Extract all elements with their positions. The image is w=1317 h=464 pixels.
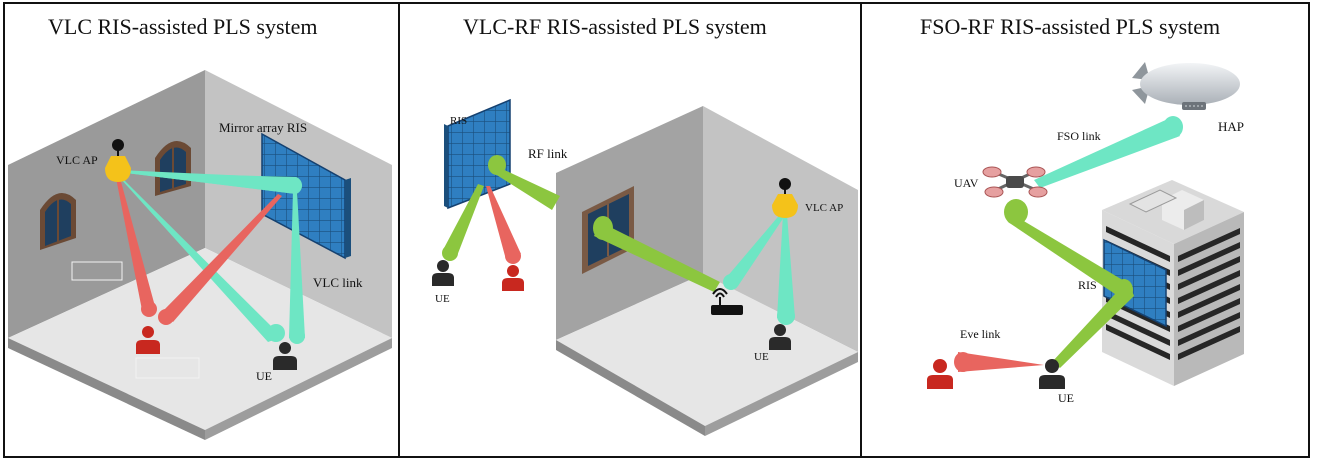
label-uav: UAV (954, 176, 979, 190)
rf-beam-uav-to-ris (1008, 214, 1126, 296)
vlc-room: Mirror array RIS VLC AP VLC link UE (8, 70, 392, 440)
label-ris: RIS (1078, 278, 1097, 292)
label-vlc-ap: VLC AP (805, 202, 843, 214)
window-left (40, 192, 76, 250)
ue-user-icon (273, 342, 297, 370)
mirror-array-ris (261, 132, 351, 260)
rf-beam-window-to-router (594, 222, 720, 292)
rf-beam-outside (492, 166, 560, 210)
label-eve-link: Eve link (960, 327, 1000, 341)
panel-3-title: FSO-RF RIS-assisted PLS system (920, 14, 1221, 39)
panel-1-title: VLC RIS-assisted PLS system (48, 14, 318, 39)
eve-user-icon (927, 359, 953, 389)
label-mirror-array-ris: Mirror array RIS (219, 120, 307, 135)
vlc-beam-ris-to-ue (289, 190, 305, 338)
uav-drone-icon (982, 166, 1048, 198)
ue-right-user-icon (769, 324, 791, 350)
label-rf-link: RF link (528, 146, 568, 161)
label-vlc-link: VLC link (313, 275, 363, 290)
vlc-beam-ap-to-router (726, 212, 786, 286)
vlc-beam-ap-to-ue (120, 176, 282, 342)
label-ue-left: UE (435, 293, 450, 305)
fso-beam (1034, 118, 1180, 188)
panel-divider-2 (860, 2, 862, 458)
wifi-router-icon (711, 288, 743, 315)
label-ue: UE (256, 369, 272, 383)
rf-beam-ris-to-ue (443, 184, 484, 256)
vlc-rf-room: RIS RF link VLC AP UE UE (432, 98, 858, 436)
panel-2-title: VLC-RF RIS-assisted PLS system (463, 14, 767, 39)
eve-beam-ris (162, 194, 282, 322)
fso-rf-scene: HAP FSO link UAV RIS Eve link UE (927, 62, 1244, 405)
label-ris: RIS (450, 115, 467, 127)
eve-user-icon (502, 265, 524, 291)
label-ue-right: UE (754, 351, 769, 363)
eve-beam-ap (116, 178, 156, 310)
eve-beam-ris (486, 186, 521, 256)
eve-beam (958, 352, 1044, 372)
eve-user-icon (136, 326, 160, 354)
hap-zeppelin-icon (1132, 62, 1240, 110)
vlc-ap-bulb-icon (105, 139, 131, 182)
label-fso-link: FSO link (1057, 129, 1101, 143)
rf-beam-ris-to-ue (1052, 280, 1134, 368)
vlc-beam-ap-to-ue (777, 214, 795, 318)
label-hap: HAP (1218, 119, 1244, 134)
ue-user-icon (1039, 359, 1065, 389)
ue-left-user-icon (432, 260, 454, 286)
panel-divider-1 (398, 2, 400, 458)
label-vlc-ap: VLC AP (56, 153, 98, 167)
vlc-ap-bulb-icon (772, 178, 798, 218)
figure-frame (3, 2, 1310, 458)
ris-panel (444, 98, 511, 210)
label-ue: UE (1058, 391, 1074, 405)
window-right (155, 140, 191, 196)
